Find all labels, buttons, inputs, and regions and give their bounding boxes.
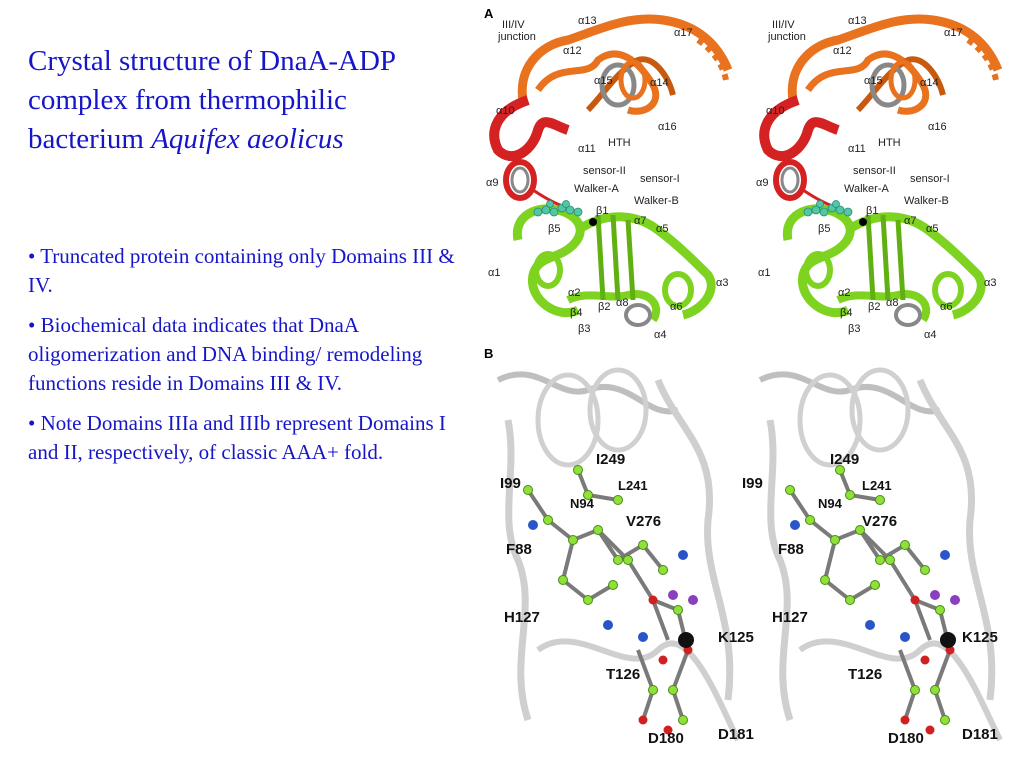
label-b3: β3 (848, 323, 860, 335)
label-walker-a: Walker-A (574, 183, 619, 195)
label-a7: α7 (634, 215, 646, 227)
residue-t126: T126 (848, 666, 882, 683)
title-text: Crystal structure of DnaA-ADP complex fr… (28, 45, 395, 155)
residue-v276: V276 (862, 513, 897, 530)
residue-i99: I99 (500, 475, 521, 492)
label-a3: α3 (716, 277, 728, 289)
panel-b-left-sticks (498, 370, 738, 740)
residue-f88: F88 (506, 541, 532, 558)
label-a16: α16 (928, 121, 947, 133)
label-b5: β5 (548, 223, 560, 235)
label-a17: α17 (944, 27, 963, 39)
residue-l241: L241 (618, 478, 648, 493)
label-junction-line2: junction (767, 31, 806, 43)
label-a10: α10 (496, 105, 515, 117)
label-a10: α10 (766, 105, 785, 117)
bullet-item: • Biochemical data indicates that DnaA o… (28, 313, 423, 395)
label-a5: α5 (656, 223, 668, 235)
label-junction-line1: III/IV (772, 19, 795, 31)
slide-title: Crystal structure of DnaA-ADP complex fr… (28, 42, 468, 159)
residue-h127: H127 (504, 609, 540, 626)
label-a17: α17 (674, 27, 693, 39)
label-a8: α8 (886, 297, 898, 309)
label-a3: α3 (984, 277, 996, 289)
residue-f88: F88 (778, 541, 804, 558)
label-a13: α13 (848, 15, 867, 27)
residue-t126: T126 (606, 666, 640, 683)
panel-b-right-labels: I249 I99 L241 N94 V276 F88 H127 K125 T12… (742, 451, 998, 747)
residue-v276: V276 (626, 513, 661, 530)
label-a12: α12 (563, 45, 582, 57)
label-b3: β3 (578, 323, 590, 335)
label-walker-b: Walker-B (634, 195, 679, 207)
label-walker-b: Walker-B (904, 195, 949, 207)
label-a6: α6 (670, 301, 682, 313)
label-a13: α13 (578, 15, 597, 27)
label-walker-a: Walker-A (844, 183, 889, 195)
label-sensor2: sensor-II (583, 165, 626, 177)
panel-b-left-labels: I249 I99 L241 N94 V276 F88 H127 K125 T12… (500, 451, 754, 747)
panel-a-label: A (484, 6, 494, 21)
residue-n94: N94 (570, 496, 595, 511)
label-b4: β4 (570, 307, 582, 319)
title-species: Aquifex aeolicus (151, 123, 344, 155)
label-sensor1: sensor-I (910, 173, 950, 185)
label-a9: α9 (486, 177, 498, 189)
label-sensor2: sensor-II (853, 165, 896, 177)
residue-i249: I249 (596, 451, 625, 468)
label-a1: α1 (488, 267, 500, 279)
label-a5: α5 (926, 223, 938, 235)
residue-d181: D181 (962, 726, 998, 743)
label-junction-line1: III/IV (502, 19, 525, 31)
label-b1: β1 (596, 205, 608, 217)
label-a6: α6 (940, 301, 952, 313)
label-a2: α2 (838, 287, 850, 299)
residue-k125: K125 (718, 629, 754, 646)
residue-i99: I99 (742, 475, 763, 492)
label-a7: α7 (904, 215, 916, 227)
label-hth: HTH (608, 137, 631, 149)
label-a11: α11 (848, 143, 866, 155)
residue-k125: K125 (962, 629, 998, 646)
bullet-item: • Truncated protein containing only Doma… (28, 244, 455, 297)
structure-figure: A III/IV junction α13 α17 α12 α15 α14 α1… (484, 6, 1024, 747)
residue-d180: D180 (648, 730, 684, 747)
residue-d181: D181 (718, 726, 754, 743)
label-a11: α11 (578, 143, 596, 155)
label-a8: α8 (616, 297, 628, 309)
label-sensor1: sensor-I (640, 173, 680, 185)
label-a15: α15 (594, 75, 613, 87)
label-a15: α15 (864, 75, 883, 87)
label-a4: α4 (654, 329, 666, 341)
panel-a-right-labels: III/IV junction α13 α17 α12 α15 α14 α10 … (756, 15, 996, 341)
panel-a-left-labels: III/IV junction α13 α17 α12 α15 α14 α10 … (486, 15, 728, 341)
label-b1: β1 (866, 205, 878, 217)
label-a1: α1 (758, 267, 770, 279)
label-a2: α2 (568, 287, 580, 299)
bullet-item: • Note Domains IIIa and IIIb represent D… (28, 411, 446, 464)
label-a9: α9 (756, 177, 768, 189)
label-junction-line2: junction (497, 31, 536, 43)
bullet-list: • Truncated protein containing only Doma… (28, 242, 476, 478)
panel-b-label: B (484, 346, 493, 361)
residue-n94: N94 (818, 496, 843, 511)
label-b2: β2 (868, 301, 880, 313)
label-a14: α14 (920, 77, 939, 89)
label-hth: HTH (878, 137, 901, 149)
label-a16: α16 (658, 121, 677, 133)
label-b2: β2 (598, 301, 610, 313)
residue-h127: H127 (772, 609, 808, 626)
residue-l241: L241 (862, 478, 892, 493)
label-b4: β4 (840, 307, 852, 319)
residue-d180: D180 (888, 730, 924, 747)
label-a4: α4 (924, 329, 936, 341)
label-a14: α14 (650, 77, 669, 89)
label-a12: α12 (833, 45, 852, 57)
label-b5: β5 (818, 223, 830, 235)
residue-i249: I249 (830, 451, 859, 468)
